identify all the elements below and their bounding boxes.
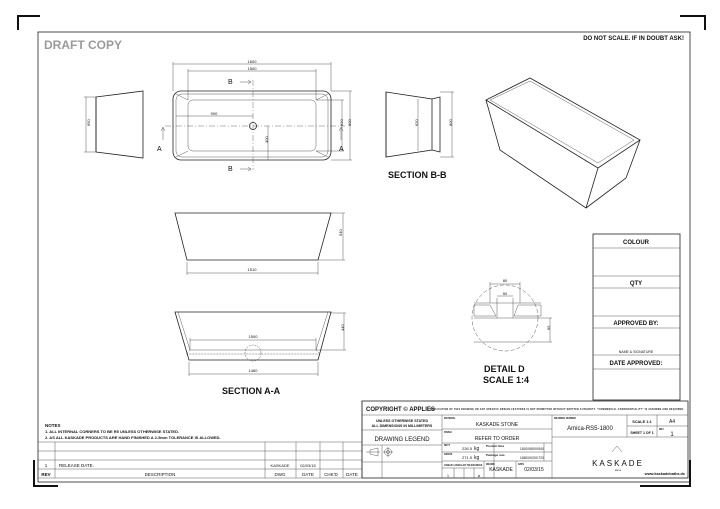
svg-text:1600: 1600 <box>248 59 258 64</box>
sheet-frame <box>17 15 706 487</box>
svg-text:NETT: NETT <box>444 445 451 447</box>
svg-text:MATERIAL: MATERIAL <box>444 417 456 420</box>
svg-text:DRAWN: DRAWN <box>486 463 495 466</box>
isometric-view <box>485 77 641 209</box>
detail-d-scale: SCALE 1:4 <box>483 375 529 385</box>
svg-text:REFER TO ORDER: REFER TO ORDER <box>475 436 520 442</box>
svg-text:A4: A4 <box>669 419 675 425</box>
svg-text:CHK'D: CHK'D <box>324 472 338 477</box>
svg-text:02/03/15: 02/03/15 <box>300 463 316 468</box>
svg-text:DRAWING LEGEND: DRAWING LEGEND <box>374 437 430 443</box>
svg-text:02/03/15: 02/03/15 <box>524 467 544 473</box>
svg-text:ø: ø <box>478 474 481 478</box>
svg-text:BATHS: BATHS <box>615 469 622 472</box>
svg-text:400: 400 <box>264 136 269 143</box>
section-bb-view: 620 800 SECTION B-B <box>385 91 454 180</box>
svg-text:ALL DIMENSIONS IN MILLIMETERS: ALL DIMENSIONS IN MILLIMETERS <box>372 424 433 428</box>
svg-text:Package size: Package size <box>486 453 505 457</box>
svg-text:FINISH: FINISH <box>444 432 452 434</box>
svg-text:620: 620 <box>414 119 419 126</box>
section-bb-title: SECTION B-B <box>388 170 447 180</box>
svg-text:SHEET 1 OF 1: SHEET 1 OF 1 <box>630 431 653 435</box>
svg-text:1800X800X540: 1800X800X540 <box>520 447 544 451</box>
svg-text:800: 800 <box>448 119 453 126</box>
svg-text:1510: 1510 <box>248 267 258 272</box>
plan-view: 1600 1500 900 400 620 800 B B A A <box>157 59 352 173</box>
svg-text:COLOUR: COLOUR <box>623 240 650 246</box>
section-aa-view: 1500 1460 440 SECTION A-A <box>174 311 346 396</box>
approvals-table: COLOUR QTY APPROVED BY: NAME & SIGNATURE… <box>592 233 681 401</box>
svg-text:QTY: QTY <box>630 281 642 287</box>
svg-text:B: B <box>228 166 233 173</box>
title-block: COPYRIGHT © APPLIES DUPLICATION OF THIS … <box>361 400 689 479</box>
svg-text:50: 50 <box>503 291 508 296</box>
svg-text:80: 80 <box>503 278 508 283</box>
svg-text:1: 1 <box>45 463 48 468</box>
svg-text:DUPLICATION OF THIS DRAWING OR: DUPLICATION OF THIS DRAWING OR ANY SPECI… <box>430 408 684 411</box>
svg-text:440: 440 <box>340 324 345 331</box>
svg-text:kg: kg <box>474 455 480 461</box>
svg-text:1460: 1460 <box>249 368 259 373</box>
revision-table: 1 RELEASE DATE. KASKADE 02/03/15 REV DES… <box>38 401 363 479</box>
svg-text:UNLESS OTHERWISE STATED: UNLESS OTHERWISE STATED <box>376 419 429 423</box>
svg-text:NAME & SIGNATURE: NAME & SIGNATURE <box>619 350 654 354</box>
detail-d-title: DETAIL D <box>484 364 525 374</box>
svg-text:A: A <box>339 146 344 153</box>
svg-text:DATE APPROVED:: DATE APPROVED: <box>609 361 662 367</box>
svg-text:DESCRIPTION: DESCRIPTION <box>145 472 176 477</box>
svg-text:1: 1 <box>447 474 449 478</box>
svg-text:GROSS: GROSS <box>444 454 453 456</box>
svg-text:APPROVED BY:: APPROVED BY: <box>613 321 658 327</box>
website-link[interactable]: www.kaskadebaths.de <box>644 472 685 476</box>
svg-text:DATE: DATE <box>302 472 314 477</box>
svg-text:65: 65 <box>546 325 551 330</box>
svg-text:RELEASE DATE.: RELEASE DATE. <box>59 463 94 468</box>
svg-text:KASKADE: KASKADE <box>271 463 290 468</box>
svg-text:NOTES: NOTES <box>45 423 61 428</box>
svg-text:226.5: 226.5 <box>462 446 473 451</box>
section-aa-title: SECTION A-A <box>222 386 281 396</box>
notes: NOTES 1. ALL INTERNAL CORNERS TO BE R5 U… <box>45 423 221 440</box>
svg-text:800: 800 <box>347 119 352 126</box>
projection-symbol-icon <box>366 447 393 457</box>
svg-text:kg: kg <box>474 446 480 452</box>
side-view: 540 1510 <box>174 212 345 275</box>
draft-watermark: DRAFT COPY <box>44 38 122 52</box>
svg-text:A: A <box>157 146 162 153</box>
detail-d-view: 80 50 65 DETAIL D SCALE 1:4 <box>471 278 552 385</box>
svg-text:271.5: 271.5 <box>462 455 473 460</box>
svg-text:REV: REV <box>659 429 664 431</box>
svg-text:KASKADE: KASKADE <box>592 459 644 468</box>
svg-text:1880X920X720: 1880X920X720 <box>520 456 544 460</box>
svg-text:2. AS ALL KASKADE PRODUCTS ARE: 2. AS ALL KASKADE PRODUCTS ARE HAND FINI… <box>45 435 221 440</box>
scale-warning: DO NOT SCALE. IF IN DOUBT ASK! <box>583 36 684 42</box>
svg-text:1500: 1500 <box>248 66 258 71</box>
end-view: 650 <box>84 90 144 159</box>
svg-text:DRAWING NUMBER: DRAWING NUMBER <box>554 417 576 420</box>
drawing-number: Amica-RS5-1800 <box>567 426 613 432</box>
svg-text:1. ALL INTERNAL CORNERS TO BE: 1. ALL INTERNAL CORNERS TO BE R5 UNLESS … <box>45 429 179 434</box>
svg-text:B: B <box>228 79 233 86</box>
svg-text:LINEAR / ANGULAR TOLERANCES: LINEAR / ANGULAR TOLERANCES <box>444 464 483 467</box>
svg-text:KASKADE STONE: KASKADE STONE <box>476 422 519 428</box>
svg-text:620: 620 <box>339 119 344 126</box>
svg-text:REV: REV <box>41 472 50 477</box>
svg-text:DWG: DWG <box>275 472 286 477</box>
svg-text:900: 900 <box>211 111 218 116</box>
kaskade-logo: KASKADE BATHS <box>592 445 644 472</box>
svg-text:COPYRIGHT © APPLIES: COPYRIGHT © APPLIES <box>366 406 435 413</box>
svg-text:650: 650 <box>86 119 91 126</box>
svg-text:540: 540 <box>338 229 343 236</box>
svg-text:DATE: DATE <box>518 463 525 466</box>
svg-text:1: 1 <box>670 432 674 438</box>
svg-text:KASKADE: KASKADE <box>489 467 513 473</box>
svg-text:DATE: DATE <box>346 472 358 477</box>
svg-text:1500: 1500 <box>249 334 259 339</box>
svg-text:Product Size: Product Size <box>486 444 505 448</box>
svg-text:SCALE 1:1: SCALE 1:1 <box>632 420 651 424</box>
